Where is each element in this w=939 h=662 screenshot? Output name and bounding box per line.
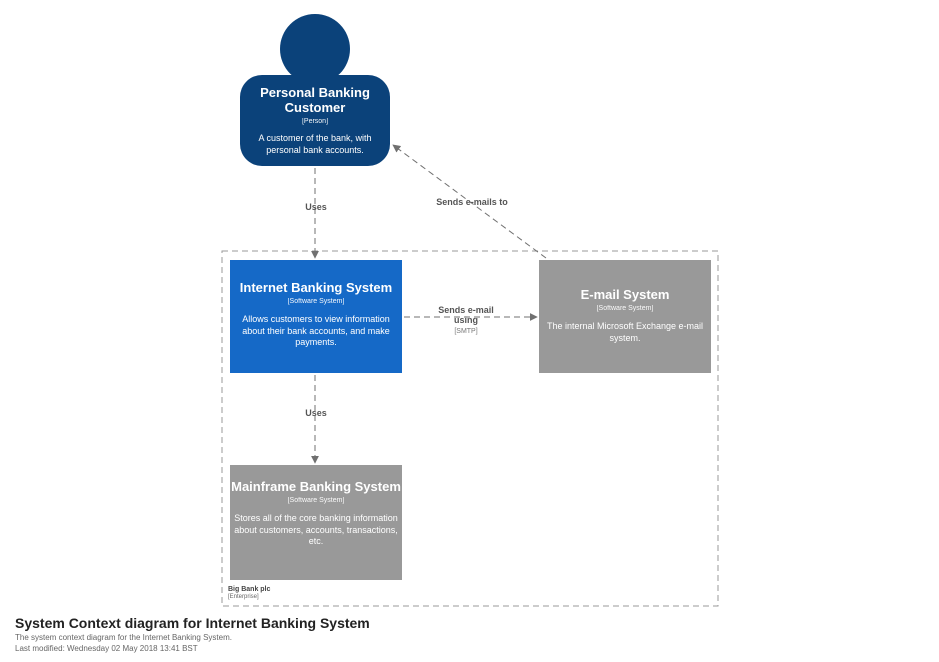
diagram-footer: System Context diagram for Internet Bank…	[15, 615, 370, 655]
person-description: A customer of the bank, with personal ba…	[258, 132, 372, 155]
ibs-description: Allows customers to view information abo…	[242, 313, 390, 348]
person-personal-banking-customer[interactable]: Personal Banking Customer [Person] A cus…	[240, 75, 390, 166]
email-name: E-mail System	[580, 287, 670, 302]
email-type: [Software System]	[596, 304, 654, 312]
email-description: The internal Microsoft Exchange e-mail s…	[546, 320, 704, 343]
mainframe-type: [Software System]	[287, 496, 345, 504]
enterprise-boundary	[221, 250, 719, 607]
person-name: Personal Banking Customer	[260, 85, 370, 115]
edge-label-ibs-sends-email: Sends e-mail using [SMTP]	[426, 305, 506, 336]
edge-label-ibs-uses-mainframe: Uses	[305, 408, 327, 418]
ibs-type: [Software System]	[287, 297, 345, 305]
edge-label-email-sends-to-person: Sends e-mails to	[436, 197, 508, 207]
edge-email-to-person	[392, 144, 547, 259]
mainframe-description: Stores all of the core banking informati…	[234, 512, 398, 547]
system-mainframe-banking[interactable]: Mainframe Banking System [Software Syste…	[230, 465, 402, 580]
person-type: [Person]	[301, 117, 329, 125]
boundary-name: Big Bank plc	[228, 586, 271, 593]
diagram-title: System Context diagram for Internet Bank…	[15, 615, 370, 631]
ibs-name: Internet Banking System	[239, 280, 393, 295]
diagram-last-modified: Last modified: Wednesday 02 May 2018 13:…	[15, 643, 198, 653]
edge-label-person-uses-ibs: Uses	[305, 202, 327, 212]
system-email[interactable]: E-mail System [Software System] The inte…	[539, 260, 711, 373]
boundary-type: [Enterprise]	[228, 594, 259, 601]
person-head-shape	[280, 14, 350, 84]
diagram-description: The system context diagram for the Inter…	[15, 633, 232, 642]
enterprise-boundary-label: Big Bank plc [Enterprise]	[228, 586, 270, 602]
edge-label-ibs-sends-email-text: Sends e-mail using	[438, 305, 494, 326]
system-internet-banking[interactable]: Internet Banking System [Software System…	[230, 260, 402, 373]
mainframe-name: Mainframe Banking System	[231, 479, 401, 494]
edge-label-ibs-sends-email-tech: [SMTP]	[454, 327, 478, 335]
